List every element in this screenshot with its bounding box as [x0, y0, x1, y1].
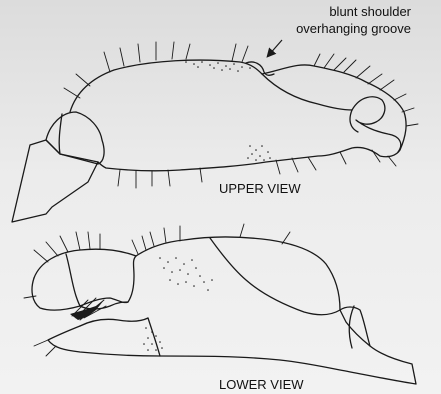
upper-view-caption: UPPER VIEW [219, 180, 301, 197]
upper-stipple-bottom [247, 145, 271, 161]
annotation-line-2: overhanging groove [0, 20, 411, 37]
upper-palm-boundary [262, 74, 352, 110]
lower-dactyl-edge [80, 318, 148, 326]
lower-carpus [340, 307, 370, 346]
upper-dactyl [352, 97, 401, 152]
lower-stipple-bottom [143, 327, 163, 351]
lower-view-caption: LOWER VIEW [219, 376, 304, 393]
annotation-label: blunt shoulder overhanging groove [0, 3, 411, 37]
annotation-line-1: blunt shoulder [0, 3, 411, 20]
upper-view-claw [12, 40, 418, 222]
lower-division-upper [210, 238, 340, 315]
upper-joint-lobe [46, 112, 104, 164]
upper-joint-inner-line [59, 114, 62, 154]
lower-view-claw [24, 224, 416, 384]
lower-stipple-top [159, 257, 213, 291]
upper-carpus-outline [12, 140, 98, 222]
upper-palm-outline [70, 60, 406, 171]
lower-pollex-inner [66, 254, 80, 306]
upper-setae [64, 42, 418, 188]
setae-tuft [70, 298, 106, 320]
lower-division-lower [148, 318, 160, 356]
lower-setae [24, 224, 290, 356]
annotation-arrow [268, 40, 282, 56]
